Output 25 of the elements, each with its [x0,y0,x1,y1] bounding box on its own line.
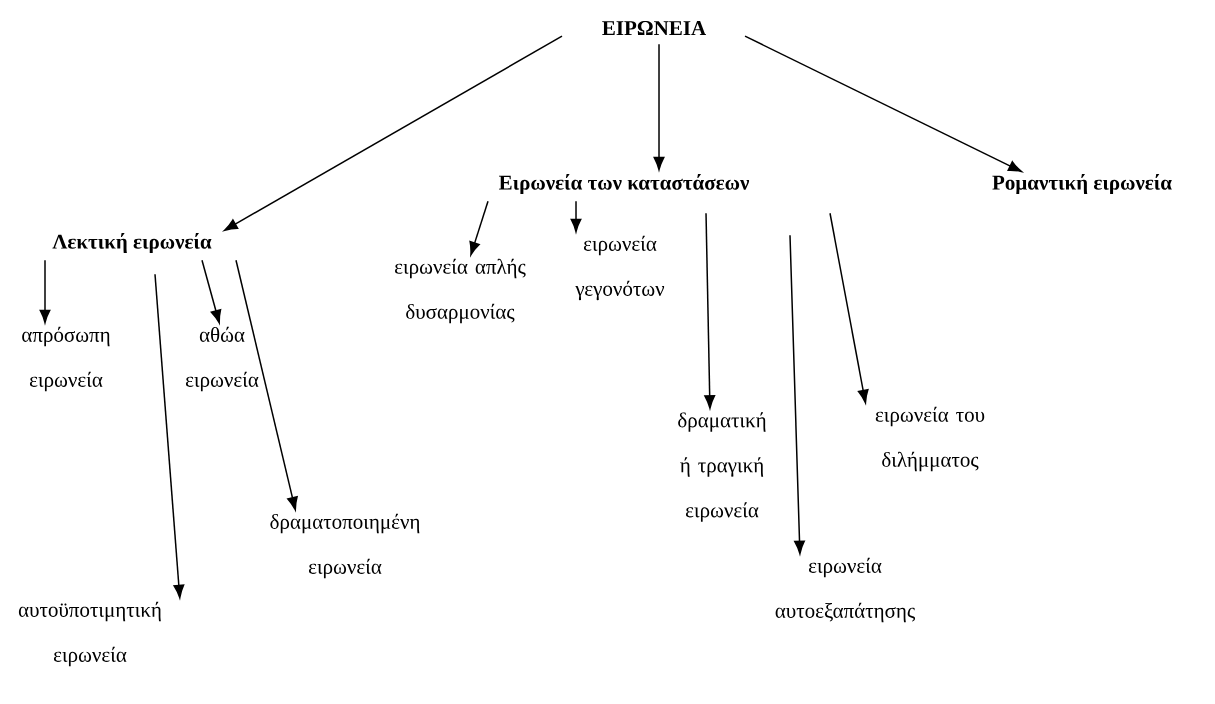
category-label: Ειρωνεία των καταστάσεων [499,173,750,195]
subtype-label: ειρωνεία απλής δυσαρμονίας [395,258,526,324]
arrow [154,273,185,599]
arrow [223,35,563,231]
subtype-label: ειρωνεία του διλήμματος [875,406,985,472]
arrow [829,212,869,404]
subtype-label: απρόσωπη ειρωνεία [22,326,110,392]
subtype-label: δραματοποιημένη ειρωνεία [270,513,420,579]
subtype-label: αθώα ειρωνεία [185,326,259,392]
arrow [570,200,582,233]
arrow [704,212,716,409]
subtype-label: ειρωνεία αυτοεξαπάτησης [775,557,915,623]
category-label: Ρομαντική ειρωνεία [992,173,1172,195]
arrow [201,259,222,324]
subtype-label: ειρωνεία γεγονότων [575,235,665,301]
arrow [744,35,1022,173]
arrow [235,259,298,511]
arrow [469,200,489,256]
heading: ΕΙΡΩΝΕΙΑ [602,21,706,35]
category-label: Λεκτική ειρωνεία [52,232,212,254]
arrow [653,43,665,171]
subtype-label: δραματική ή τραγική ειρωνεία [678,412,766,522]
arrow [789,234,805,555]
subtype-label: αυτοϋποτιμητική ειρωνεία [18,601,161,667]
arrow [39,259,51,324]
